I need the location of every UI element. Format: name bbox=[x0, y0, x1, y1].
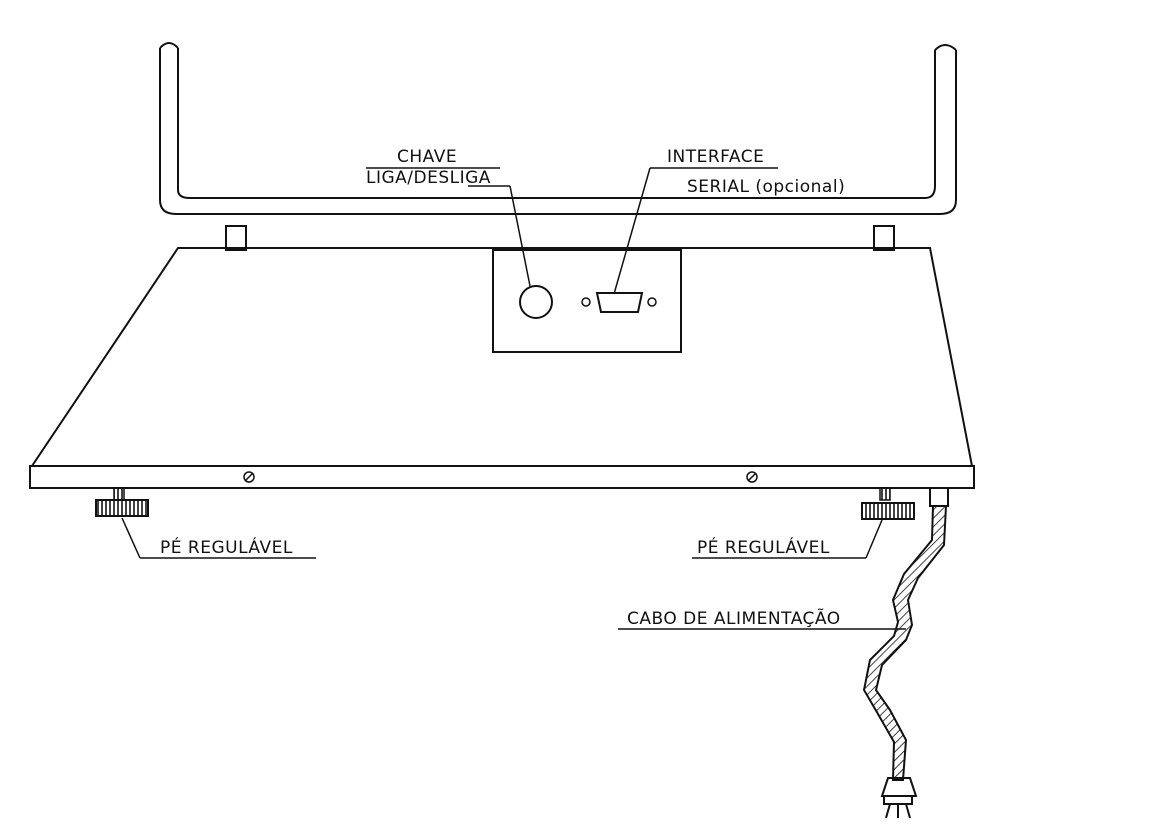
switch-label-line1: CHAVE bbox=[397, 147, 457, 167]
screw-icon bbox=[243, 471, 255, 483]
screw-icon bbox=[746, 471, 758, 483]
base-plate bbox=[29, 465, 975, 489]
serial-connector-icon bbox=[581, 292, 657, 313]
power-cable-callout: CABO DE ALIMENTAÇÃO bbox=[618, 607, 906, 630]
interface-label-line2: SERIAL (opcional) bbox=[687, 177, 845, 197]
power-plug-icon bbox=[880, 777, 918, 819]
power-cable-label: CABO DE ALIMENTAÇÃO bbox=[627, 607, 841, 629]
foot-right-label: PÉ REGULÁVEL bbox=[697, 536, 830, 558]
foot-left-label: PÉ REGULÁVEL bbox=[160, 536, 293, 558]
handle-frame bbox=[159, 42, 957, 215]
switch-label-line2: LIGA/DESLIGA bbox=[366, 168, 491, 188]
adjustable-foot-left bbox=[95, 487, 149, 517]
adjustable-foot-right bbox=[861, 487, 915, 520]
power-switch-icon bbox=[519, 285, 553, 319]
foot-right-callout: PÉ REGULÁVEL bbox=[692, 519, 883, 559]
handle-posts bbox=[225, 225, 895, 251]
rear-panel bbox=[492, 249, 682, 353]
foot-left-callout: PÉ REGULÁVEL bbox=[121, 517, 316, 559]
power-cable bbox=[862, 487, 949, 781]
interface-callout: INTERFACE SERIAL (opcional) bbox=[613, 147, 845, 295]
switch-callout: CHAVE LIGA/DESLIGA bbox=[366, 147, 531, 287]
interface-label-line1: INTERFACE bbox=[667, 147, 764, 167]
balance-body bbox=[30, 247, 974, 467]
